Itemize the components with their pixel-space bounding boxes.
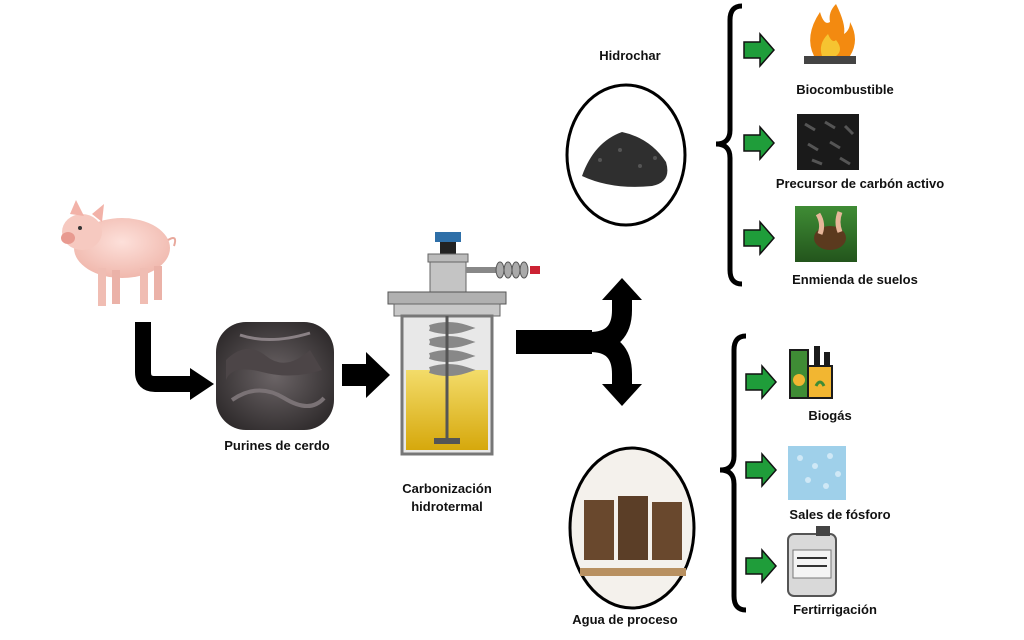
- water-products-brace: [719, 333, 747, 613]
- htc-label-line1: Carbonización: [402, 481, 492, 496]
- product-label-fertigation: Fertirrigación: [793, 602, 877, 617]
- hydrochar-label: Hidrochar: [599, 48, 661, 63]
- htc-label-line2: hidrotermal: [411, 499, 483, 514]
- biogas-plant-icon: [789, 346, 833, 399]
- fertilizer-container-icon: [787, 526, 837, 597]
- arrow-manure-to-reactor: [342, 352, 390, 398]
- product-label-biogas: Biogás: [808, 408, 852, 423]
- manure-image: [216, 322, 334, 430]
- soil-icon: [795, 206, 857, 262]
- product-arrows: [743, 32, 777, 584]
- htc-label: Carbonización hidrotermal: [382, 480, 512, 516]
- manure-label: Purines de cerdo: [224, 438, 330, 453]
- hydrochar-products-brace: [715, 3, 743, 287]
- process-water-image: [568, 446, 696, 610]
- pig-image: [61, 200, 177, 306]
- fire-icon: [804, 4, 856, 64]
- split-arrow: [516, 278, 642, 406]
- reactor-vessel: [387, 232, 540, 456]
- activated-carbon-icon: [797, 114, 859, 170]
- process-water-label: Agua de proceso: [572, 612, 678, 627]
- hydrochar-image: [565, 83, 687, 227]
- product-label-biofuel: Biocombustible: [796, 82, 894, 97]
- arrow-pig-to-manure: [135, 322, 214, 400]
- product-label-activated-carbon: Precursor de carbón activo: [775, 176, 945, 191]
- product-label-soil-amendment: Enmienda de suelos: [792, 272, 918, 287]
- phosphorus-salts-icon: [788, 446, 846, 500]
- product-label-phosphorus-salts: Sales de fósforo: [789, 507, 891, 522]
